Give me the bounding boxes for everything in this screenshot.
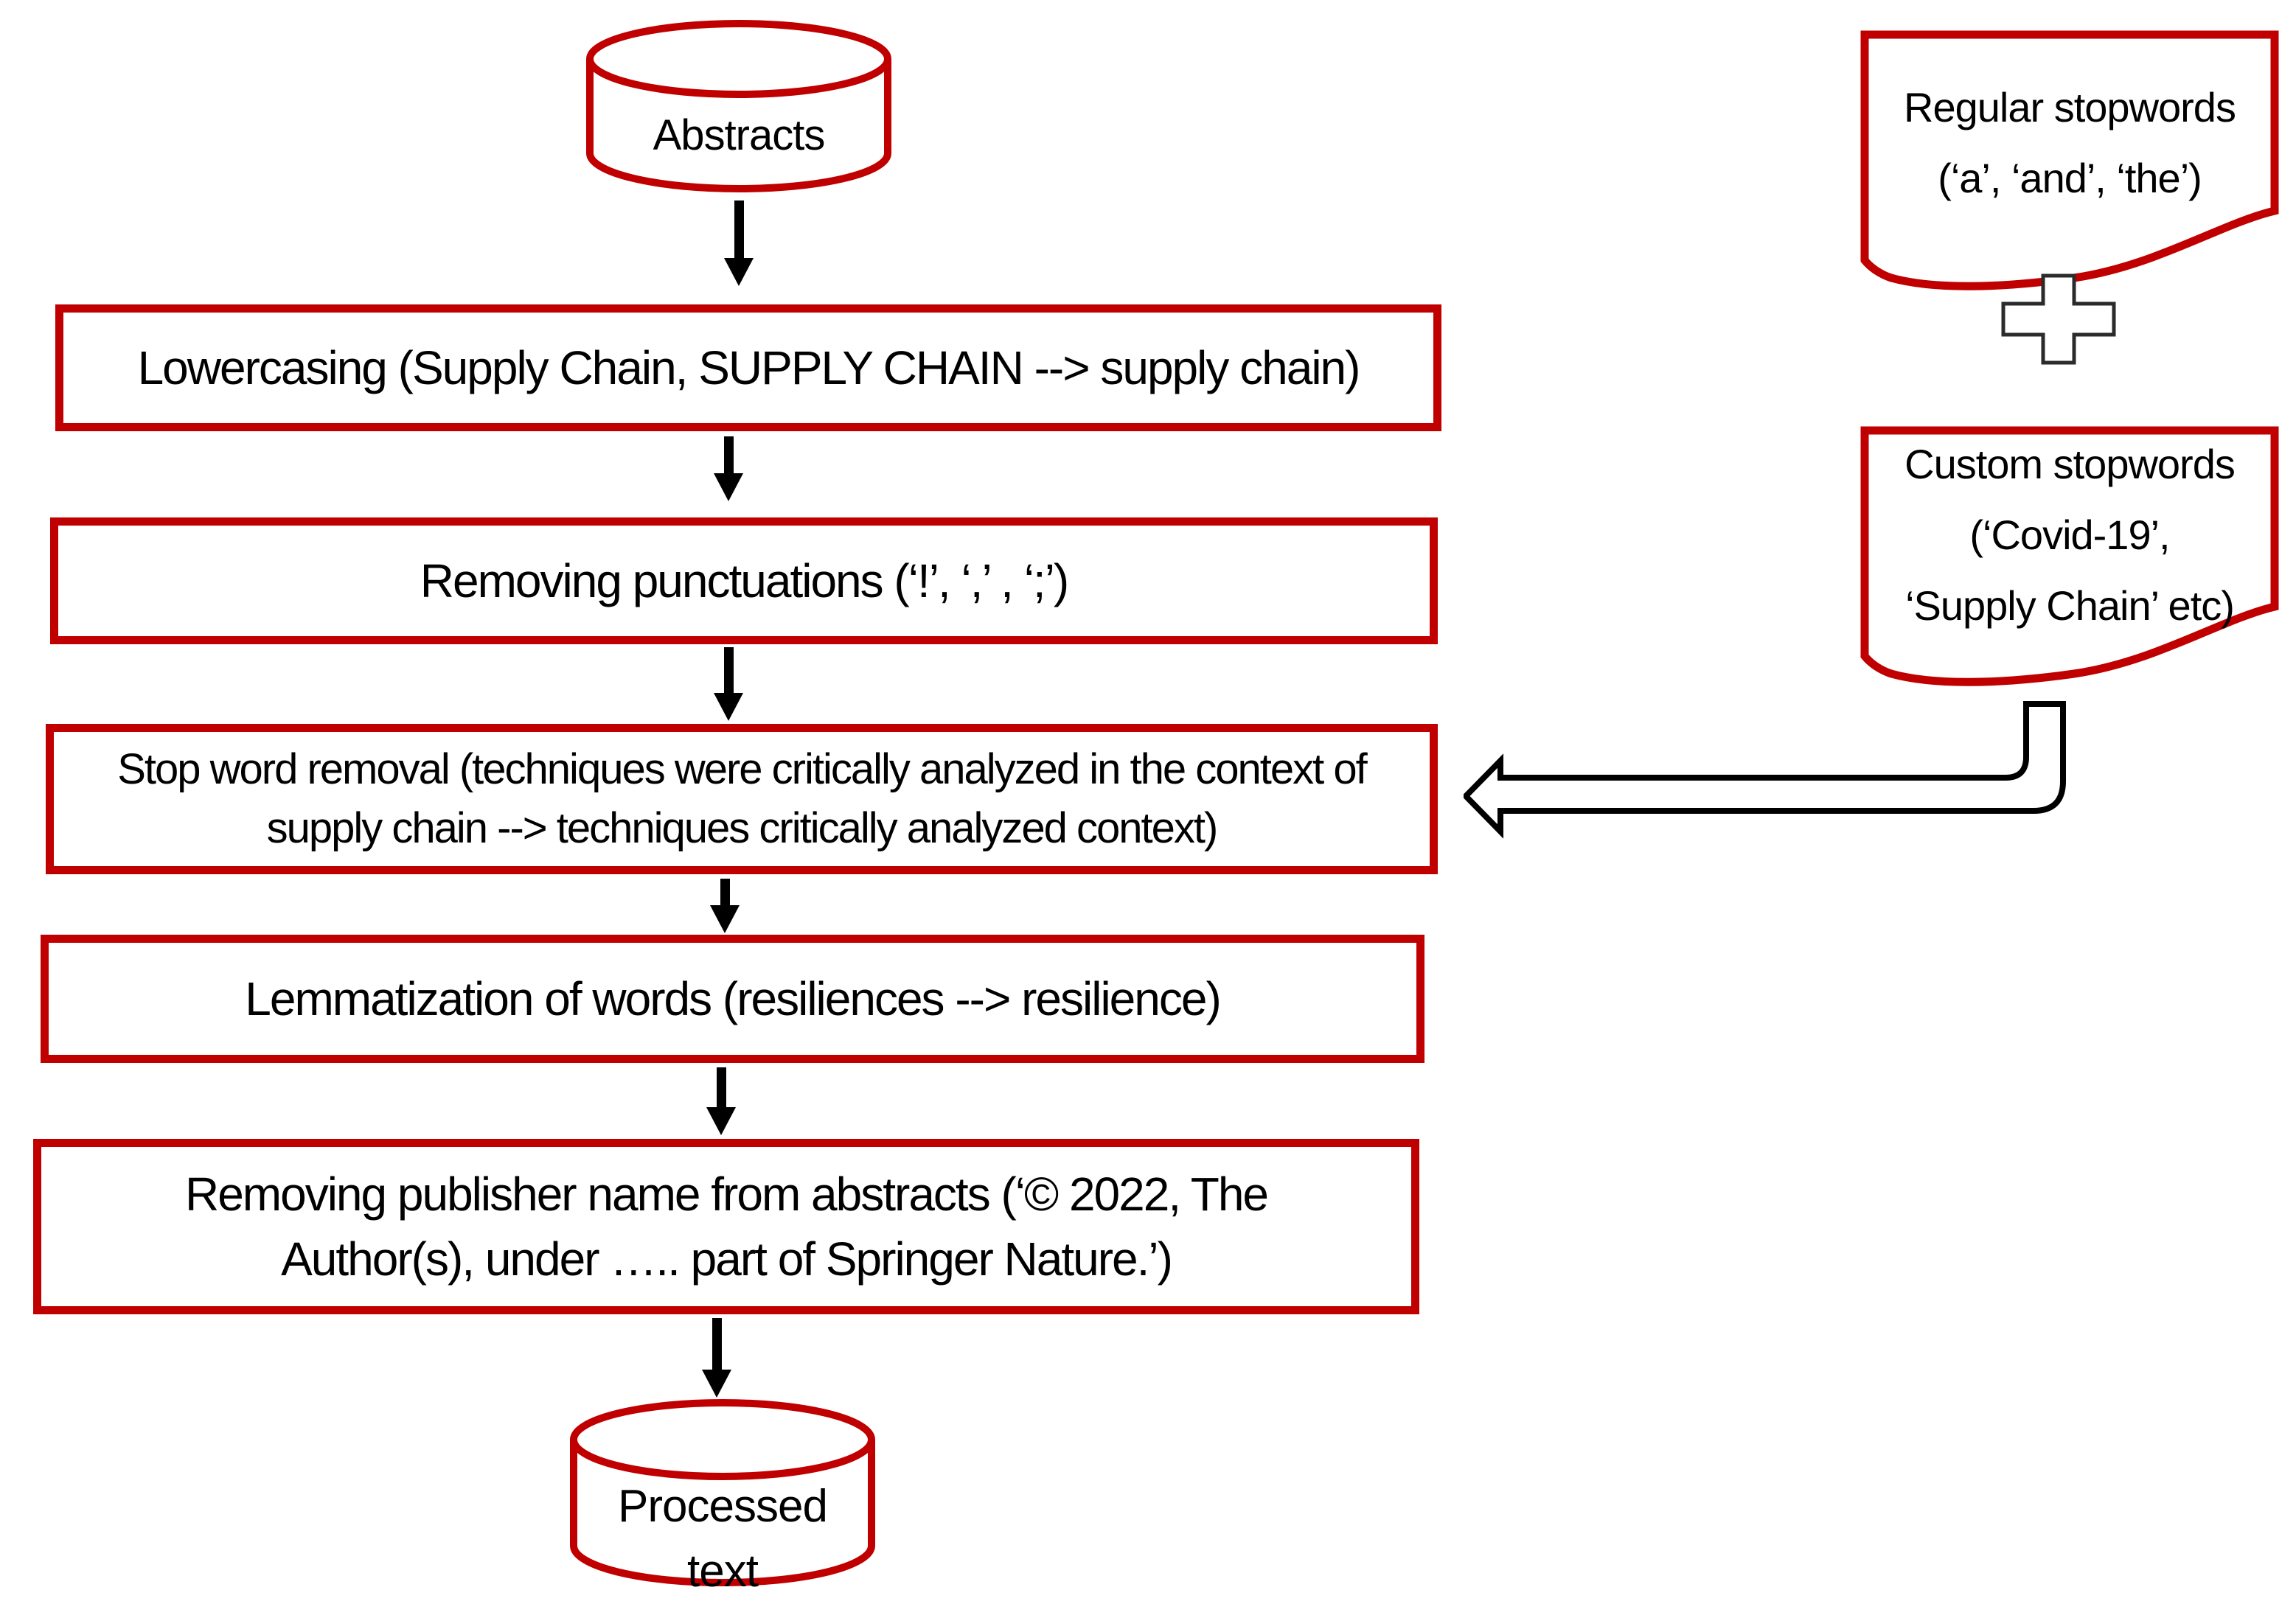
step-label: Lemmatization of words (resiliences --> … [245, 972, 1221, 1025]
custom-stopwords-line1: Custom stopwords [1904, 441, 2236, 487]
step-label: Removing punctuations (‘!’, ‘,’ , ‘;’) [420, 554, 1069, 607]
flow-arrow-icon [713, 647, 744, 721]
step-box-stop-word-removal: Stop word removal (techniques were criti… [46, 724, 1438, 874]
stopwords-merge-arrow-icon [1464, 701, 2066, 839]
regular-stopwords-flag [1860, 30, 2279, 290]
step-box-removing-publisher-name: Removing publisher name from abstracts (… [33, 1139, 1419, 1314]
step-label: Removing publisher name from abstracts (… [184, 1167, 1269, 1286]
flow-arrow-icon [723, 200, 754, 286]
regular-stopwords-label: Regular stopwords (‘a’, ‘and’, ‘the’) [1860, 72, 2279, 214]
flow-arrow-icon [701, 1318, 732, 1398]
flow-arrow-icon [713, 436, 744, 501]
processed-text-line1: Processed [618, 1481, 828, 1532]
processed-text-line2: text [687, 1546, 759, 1597]
regular-stopwords-line1: Regular stopwords [1904, 84, 2236, 130]
flow-arrow-icon [709, 879, 740, 933]
abstracts-label: Abstracts [653, 111, 826, 159]
step-label: Lowercasing (Supply Chain, SUPPLY CHAIN … [137, 341, 1361, 394]
processed-text-label: Processed text [566, 1474, 879, 1604]
step-box-removing-punctuations: Removing punctuations (‘!’, ‘,’ , ‘;’) [50, 517, 1438, 644]
custom-stopwords-label: Custom stopwords (‘Covid-19’, ‘Supply Ch… [1860, 429, 2279, 641]
flow-arrow-icon [706, 1067, 737, 1135]
abstracts-cylinder [586, 20, 891, 192]
custom-stopwords-flag [1860, 426, 2279, 686]
custom-stopwords-line3: ‘Supply Chain’ etc) [1905, 582, 2235, 629]
custom-stopwords-line2: (‘Covid-19’, [1969, 512, 2170, 558]
step-label: Stop word removal (techniques were criti… [117, 745, 1368, 852]
step-box-lemmatization: Lemmatization of words (resiliences --> … [41, 935, 1424, 1063]
processed-text-cylinder [570, 1399, 875, 1586]
regular-stopwords-line2: (‘a’, ‘and’, ‘the’) [1938, 155, 2202, 201]
plus-icon [2001, 273, 2116, 365]
step-box-lowercasing: Lowercasing (Supply Chain, SUPPLY CHAIN … [55, 304, 1441, 431]
